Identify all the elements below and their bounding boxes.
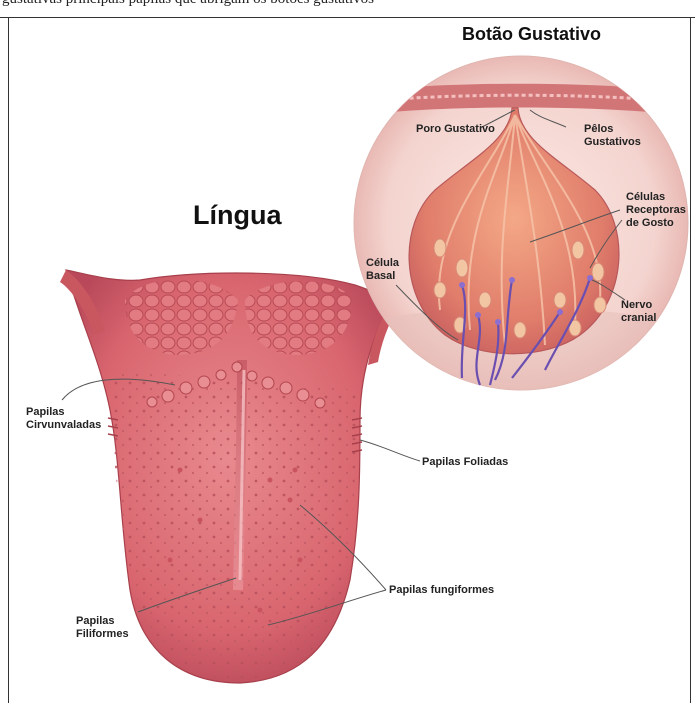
label-poro-gustativo: Poro Gustativo xyxy=(416,123,495,136)
label-papilas-fungiformes: Papilas fungiformes xyxy=(389,584,494,597)
label-papilas-foliadas: Papilas Foliadas xyxy=(422,456,508,469)
label-celulas-receptoras: Células Receptoras de Gosto xyxy=(626,191,686,230)
label-celula-basal-line1: Célula xyxy=(366,257,399,270)
label-celula-basal: Célula Basal xyxy=(366,257,399,283)
label-papilas-circunvaladas-line1: Papilas xyxy=(26,406,101,419)
label-celula-basal-line2: Basal xyxy=(366,270,399,283)
tongue-title: Língua xyxy=(193,200,282,231)
label-nervo-cranial-line1: Nervo xyxy=(621,299,656,312)
label-papilas-circunvaladas-line2: Cirvunvaladas xyxy=(26,419,101,432)
label-nervo-cranial-line2: cranial xyxy=(621,312,656,325)
label-celulas-receptoras-line3: de Gosto xyxy=(626,217,686,230)
label-papilas-circunvaladas: Papilas Cirvunvaladas xyxy=(26,406,101,432)
label-celulas-receptoras-line1: Células xyxy=(626,191,686,204)
label-papilas-filiformes-line2: Filiformes xyxy=(76,628,129,641)
label-nervo-cranial: Nervo cranial xyxy=(621,299,656,325)
label-papilas-filiformes: Papilas Filiformes xyxy=(76,615,129,641)
label-celulas-receptoras-line2: Receptoras xyxy=(626,204,686,217)
label-pelos-gustativos-line1: Pêlos xyxy=(584,123,641,136)
label-pelos-gustativos-line2: Gustativos xyxy=(584,136,641,149)
label-papilas-filiformes-line1: Papilas xyxy=(76,615,129,628)
taste-bud-title: Botão Gustativo xyxy=(462,24,601,45)
label-pelos-gustativos: Pêlos Gustativos xyxy=(584,123,641,149)
